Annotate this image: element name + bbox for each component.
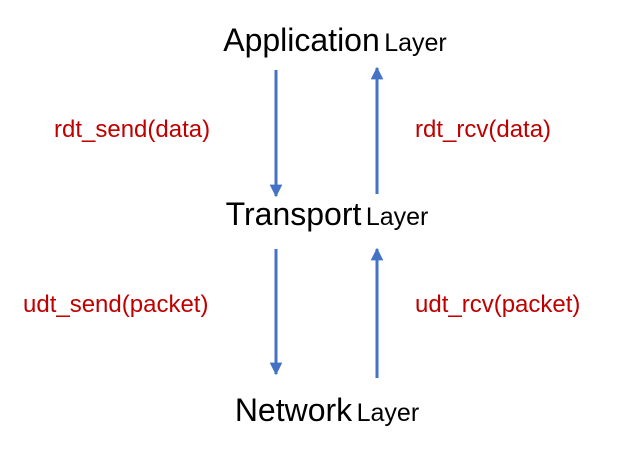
network-layer-label: Network Layer [8, 394, 638, 426]
transport-layer-suffix: Layer [365, 203, 429, 231]
udt-rcv-label: udt_rcv(packet) [415, 291, 581, 318]
application-layer-suffix: Layer [384, 29, 447, 57]
udt-send-label: udt_send(packet) [23, 291, 209, 318]
network-layer-suffix: Layer [356, 399, 420, 427]
rdt-rcv-label: rdt_rcv(data) [415, 116, 552, 143]
network-layer-name: Network [234, 392, 353, 428]
transport-layer-label: Transport Layer [8, 198, 638, 230]
rdt-send-label: rdt_send(data) [54, 116, 211, 143]
transport-layer-name: Transport [225, 196, 362, 232]
application-layer-label: Application Layer [16, 24, 638, 56]
application-layer-name: Application [223, 22, 380, 58]
